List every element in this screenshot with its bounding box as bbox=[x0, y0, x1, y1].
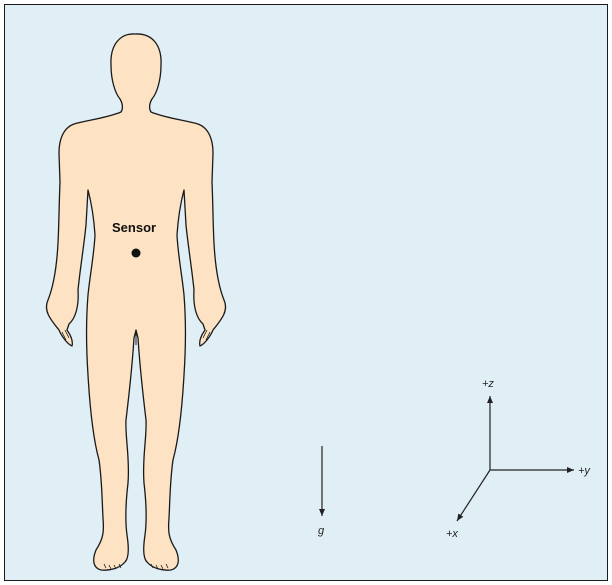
x-axis-arrow-icon bbox=[457, 470, 490, 521]
sensor-label: Sensor bbox=[112, 220, 156, 235]
y-axis-label: +y bbox=[578, 465, 591, 477]
gravity-indicator: g bbox=[318, 446, 325, 537]
body-silhouette bbox=[46, 34, 225, 570]
human-figure bbox=[46, 34, 225, 570]
filled-dot-icon bbox=[132, 249, 141, 258]
coordinate-axes: +z +y +x bbox=[446, 378, 591, 540]
z-axis-label: +z bbox=[482, 378, 494, 390]
x-axis-label: +x bbox=[446, 528, 458, 540]
gravity-label: g bbox=[318, 525, 325, 537]
